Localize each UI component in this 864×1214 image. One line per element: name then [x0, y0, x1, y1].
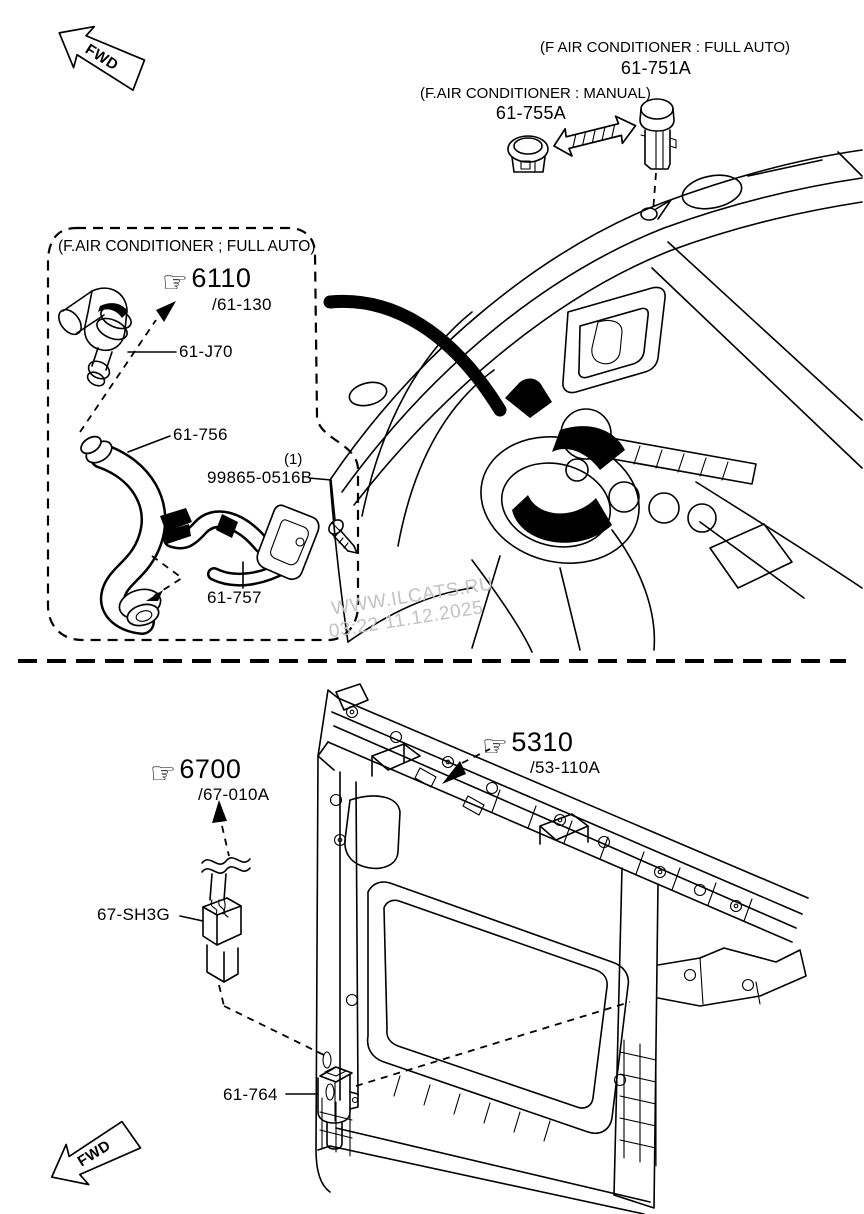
screw-leader-line [308, 477, 336, 521]
interchange-arrow-icon [553, 115, 637, 157]
connector-illustration [202, 873, 242, 983]
hose-to-pipe-dashed-arrow [146, 555, 184, 601]
water-temp-sensor-illustration [317, 1066, 359, 1150]
manual-note: (F.AIR CONDITIONER : MANUAL) [420, 85, 651, 102]
harness-ref-arrow [212, 800, 230, 857]
group-ref-5310: ☞5310 [482, 727, 574, 760]
group-ref-6700-page: /67-010A [198, 785, 270, 804]
dashboard-illustration [323, 149, 863, 653]
group-ref-5310-code: 5310 [511, 727, 574, 757]
screw-illustration [328, 519, 358, 554]
label-screw-qty: (1) [284, 451, 303, 468]
valve-illustration [58, 287, 132, 387]
inset-box-title: (F.AIR CONDITIONER ; FULL AUTO) [58, 238, 316, 255]
full-auto-sensor-illustration [639, 98, 677, 170]
hose-leader-line [127, 435, 171, 453]
sensor-to-frame-dashed-line [355, 1001, 631, 1087]
sensor-leader-dashed-line [652, 172, 657, 213]
manual-sensor-illustration [507, 135, 549, 173]
group-ref-6700: ☞6700 [150, 754, 242, 787]
label-61-J70: 61-J70 [179, 342, 233, 361]
hose-illustration [80, 435, 167, 635]
group-ref-6110-code: 6110 [191, 263, 252, 293]
label-67-SH3G: 67-SH3G [97, 905, 170, 924]
group-ref-6110: ☞6110 [162, 263, 252, 296]
label-61-757: 61-757 [207, 588, 262, 607]
group-ref-5310-page: /53-110A [530, 758, 601, 777]
full-auto-note: (F AIR CONDITIONER : FULL AUTO) [540, 39, 791, 56]
group-ref-6110-page: /61-130 [212, 295, 272, 314]
connector-to-sensor-dashed-line [223, 1005, 327, 1057]
manual-part-number: 61-755A [495, 103, 567, 123]
hand-pointer-icon: ☞ [150, 756, 177, 790]
label-99865-0516B: 99865-0516B [207, 468, 313, 487]
group-ref-6700-code: 6700 [179, 754, 242, 784]
shroud-ref-arrow [442, 748, 491, 784]
inset-box-border [46, 226, 360, 642]
hand-pointer-icon: ☞ [162, 265, 189, 299]
radiator-support-illustration [315, 683, 809, 1214]
fwd-arrow-icon: FWD [58, 25, 146, 92]
fwd-arrow-icon-bottom: FWD [50, 1120, 142, 1186]
wire-break-symbol [201, 857, 251, 874]
group-ref-arrow-6110 [79, 301, 176, 433]
label-61-764: 61-764 [223, 1085, 278, 1104]
connector-dashed-line [218, 984, 225, 1007]
heater-pipe-illustration [160, 504, 320, 587]
hand-pointer-icon: ☞ [482, 729, 509, 763]
full-auto-part-number: 61-751A [620, 58, 692, 78]
label-61-756: 61-756 [173, 425, 228, 444]
connector-leader-line [179, 915, 204, 922]
